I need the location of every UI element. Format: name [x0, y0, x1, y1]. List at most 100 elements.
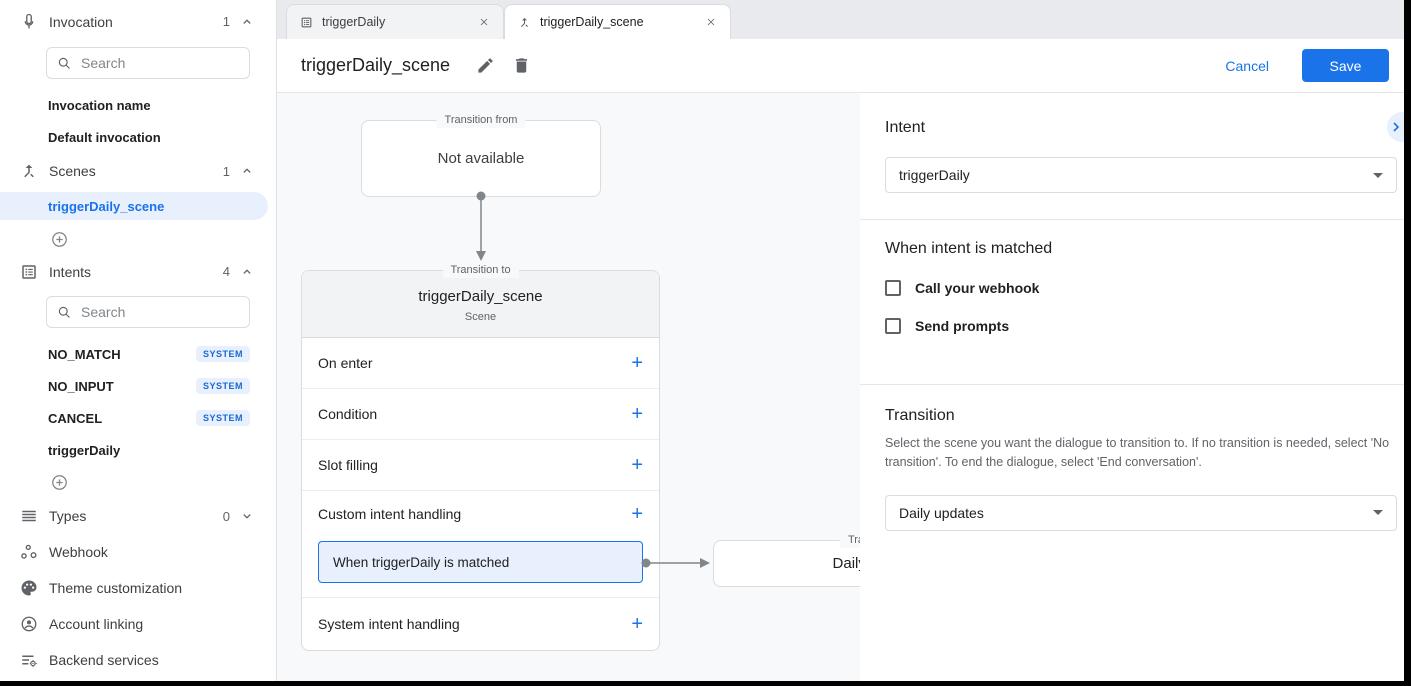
matched-heading: When intent is matched [885, 240, 1053, 257]
save-button[interactable]: Save [1302, 49, 1389, 82]
sidebar-item-intent-no-input[interactable]: NO_INPUT SYSTEM [0, 370, 276, 402]
system-badge: SYSTEM [195, 410, 250, 426]
sidebar-section-intents[interactable]: Intents 4 [0, 255, 276, 288]
intent-handler-selected[interactable]: When triggerDaily is matched [318, 541, 643, 583]
transition-target-box[interactable]: Transition to Daily updates [713, 533, 860, 587]
sidebar-item-intent-no-match[interactable]: NO_MATCH SYSTEM [0, 338, 276, 370]
item-label: Backend services [49, 652, 159, 668]
section-label: Invocation [49, 13, 113, 30]
item-label: Theme customization [49, 580, 183, 596]
checkbox-label: Call your webhook [915, 280, 1040, 296]
sidebar-item-account-linking[interactable]: Account linking [0, 606, 276, 642]
plus-circle-icon [52, 231, 67, 247]
scene-row-custom-intent-handling: Custom intent handling + When triggerDai… [302, 491, 659, 598]
checkbox-unchecked[interactable] [885, 318, 901, 334]
divider [860, 219, 1404, 220]
add-custom-intent-button[interactable]: + [631, 503, 643, 525]
chevron-up-icon [240, 164, 254, 178]
close-icon[interactable] [478, 16, 490, 28]
transition-from-box: Transition from Not available [361, 113, 601, 197]
editor-header: triggerDaily_scene Cancel Save [277, 39, 1404, 93]
search-input[interactable] [81, 55, 239, 71]
tab-label: triggerDaily_scene [540, 15, 644, 29]
section-label: Intents [49, 263, 92, 280]
intent-tab-icon [300, 16, 313, 29]
sidebar-item-default-invocation[interactable]: Default invocation [48, 129, 161, 145]
add-intent-button[interactable] [0, 466, 276, 498]
flow-arrow-right [641, 558, 710, 568]
intent-label: triggerDaily [48, 442, 121, 458]
scene-flow-canvas: Transition from Not available Transition… [277, 93, 860, 681]
section-count: 1 [222, 163, 230, 179]
scene-card-subtitle: Scene [464, 311, 497, 323]
edit-icon[interactable] [476, 56, 495, 75]
search-icon [58, 306, 70, 318]
item-label: Webhook [49, 544, 108, 560]
types-lines-icon [20, 507, 38, 525]
add-system-intent-button[interactable]: + [631, 613, 643, 635]
intent-select[interactable]: triggerDaily [885, 157, 1397, 193]
row-label: Slot filling [318, 457, 378, 473]
add-scene-button[interactable] [0, 223, 276, 255]
palette-icon [20, 579, 38, 597]
page-title: triggerDaily_scene [301, 55, 451, 75]
sidebar-section-invocation[interactable]: Invocation 1 [0, 5, 276, 38]
tab-label: triggerDaily [322, 15, 386, 29]
close-icon[interactable] [705, 16, 717, 28]
scene-card: Transition to triggerDaily_scene Scene O… [301, 263, 660, 651]
add-on-enter-button[interactable]: + [631, 352, 643, 374]
transition-from-legend: Transition from [436, 113, 526, 128]
transition-select[interactable]: Daily updates [885, 494, 1397, 531]
scene-card-title: triggerDaily_scene [418, 288, 543, 305]
transition-target-content: Daily updates [832, 555, 860, 572]
row-label: System intent handling [318, 616, 460, 632]
sidebar-item-webhook[interactable]: Webhook [0, 534, 276, 570]
invocation-search[interactable] [46, 47, 250, 79]
scene-row-on-enter: On enter + [302, 338, 659, 389]
add-condition-button[interactable]: + [631, 403, 643, 425]
sidebar-section-types[interactable]: Types 0 [0, 498, 276, 534]
webhook-icon [20, 543, 38, 561]
call-webhook-checkbox-row[interactable]: Call your webhook [885, 280, 1404, 296]
sidebar: Invocation 1 Invocation name Default inv… [0, 0, 277, 681]
tab-triggerdaily-scene[interactable]: triggerDaily_scene [504, 4, 731, 39]
search-input[interactable] [81, 304, 239, 320]
delete-icon[interactable] [512, 56, 531, 75]
send-prompts-checkbox-row[interactable]: Send prompts [885, 318, 1404, 334]
microphone-icon [20, 13, 38, 31]
collapse-panel-button[interactable] [1387, 112, 1404, 142]
section-count: 4 [222, 264, 230, 279]
sidebar-item-backend-services[interactable]: Backend services [0, 642, 276, 678]
intents-search[interactable] [46, 296, 250, 328]
scene-tab-icon [518, 16, 531, 29]
section-count: 1 [222, 14, 230, 29]
tab-triggerdaily[interactable]: triggerDaily [286, 4, 504, 39]
sidebar-item-triggerdaily-scene-selected[interactable]: triggerDaily_scene [0, 192, 268, 220]
transition-select-value: Daily updates [899, 504, 984, 521]
item-label: Account linking [49, 616, 144, 632]
sidebar-item-theme-customization[interactable]: Theme customization [0, 570, 276, 606]
scene-row-system-intent-handling: System intent handling + [302, 598, 659, 650]
checkbox-unchecked[interactable] [885, 280, 901, 296]
plus-circle-icon [52, 474, 67, 490]
chevron-up-icon [240, 15, 254, 29]
row-label: Custom intent handling [318, 506, 462, 522]
sidebar-item-invocation-name[interactable]: Invocation name [48, 97, 151, 113]
sidebar-item-intent-cancel[interactable]: CANCEL SYSTEM [0, 402, 276, 434]
scene-card-header: triggerDaily_scene Scene [302, 271, 659, 338]
sidebar-section-scenes[interactable]: Scenes 1 [0, 153, 276, 189]
system-badge: SYSTEM [195, 346, 250, 362]
cancel-button[interactable]: Cancel [1225, 57, 1269, 74]
chevron-down-icon [240, 509, 254, 523]
flow-arrow-down [476, 191, 486, 261]
section-label: Types [49, 508, 87, 524]
transition-to-legend: Transition to [442, 263, 519, 278]
transition-heading: Transition [885, 407, 955, 424]
sidebar-item-intent-triggerdaily[interactable]: triggerDaily [0, 434, 276, 466]
add-slot-filling-button[interactable]: + [631, 454, 643, 476]
system-badge: SYSTEM [195, 378, 250, 394]
transition-from-content: Not available [437, 150, 525, 167]
intent-select-value: triggerDaily [899, 167, 970, 183]
intents-list-icon [20, 263, 38, 281]
